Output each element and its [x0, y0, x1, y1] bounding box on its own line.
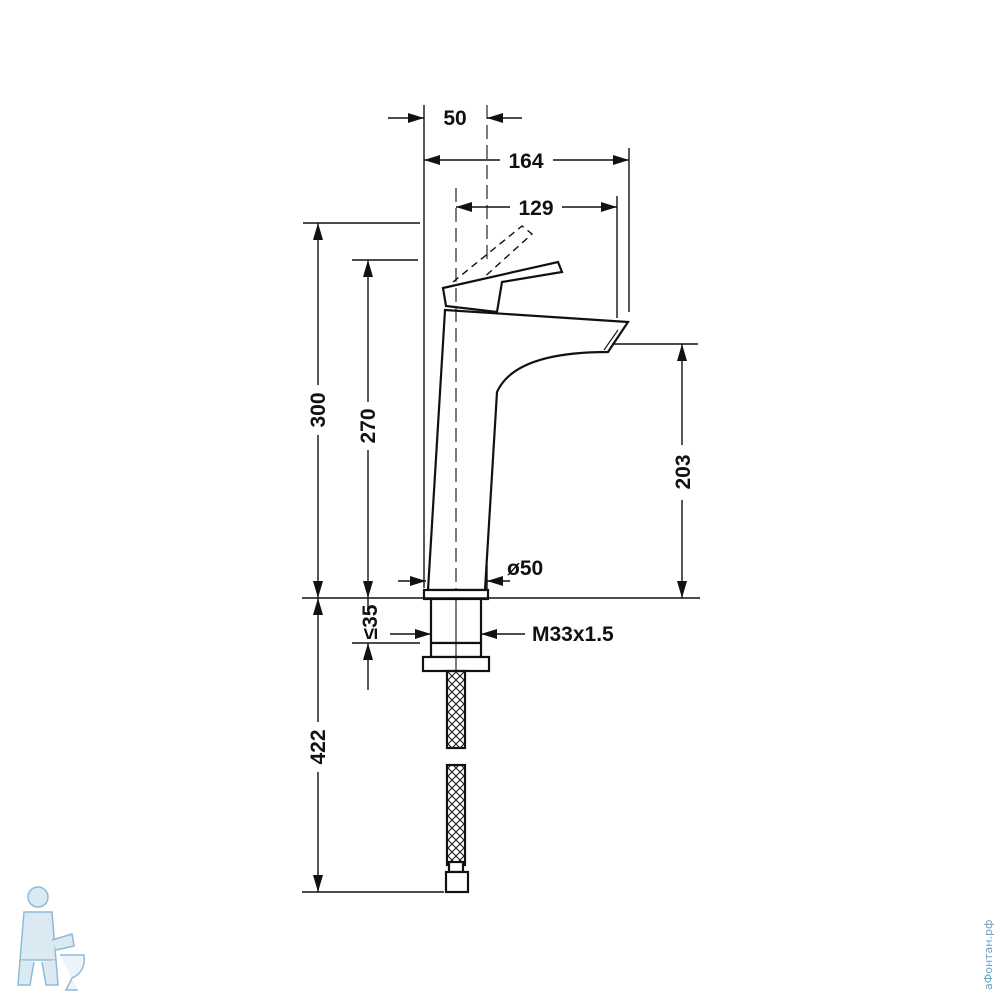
hose-upper: [445, 669, 467, 750]
dim-label-164: 164: [508, 150, 543, 173]
hose-fitting: [447, 860, 465, 874]
dim-hose-length: 422: [302, 598, 444, 893]
hose-nut: [444, 870, 470, 894]
dim-label-counter-thickness: ≤35: [359, 604, 382, 639]
dim-body-diameter: ø50: [398, 557, 543, 590]
dim-total-depth: 164: [424, 148, 630, 312]
dim-spout-outlet-height: 203: [612, 343, 698, 598]
dim-spout-reach: 129: [456, 196, 618, 318]
watermark-text: аФонтан.рф: [982, 920, 995, 990]
dim-thread: M33x1.5: [390, 623, 614, 646]
spout-outlet: [603, 329, 619, 351]
lever-handle: [441, 260, 564, 314]
dim-label-203: 203: [672, 454, 695, 489]
dim-label-diameter: ø50: [507, 557, 543, 580]
dim-label-300: 300: [307, 392, 330, 427]
dim-spout-center-offset: 50: [388, 105, 522, 588]
dim-body-height: 270: [352, 259, 418, 598]
plumber-logo-icon: [17, 886, 85, 991]
dim-label-422: 422: [307, 729, 330, 764]
faucet-body: [426, 225, 630, 592]
dim-label-129: 129: [518, 197, 553, 220]
hose-lower: [445, 763, 467, 867]
spout-body: [426, 308, 630, 592]
dim-counter-thickness: ≤35: [352, 598, 420, 690]
dim-label-thread: M33x1.5: [532, 623, 614, 646]
mounting-parts: [421, 588, 491, 894]
dim-label-50: 50: [443, 107, 466, 130]
dim-label-270: 270: [357, 408, 380, 443]
